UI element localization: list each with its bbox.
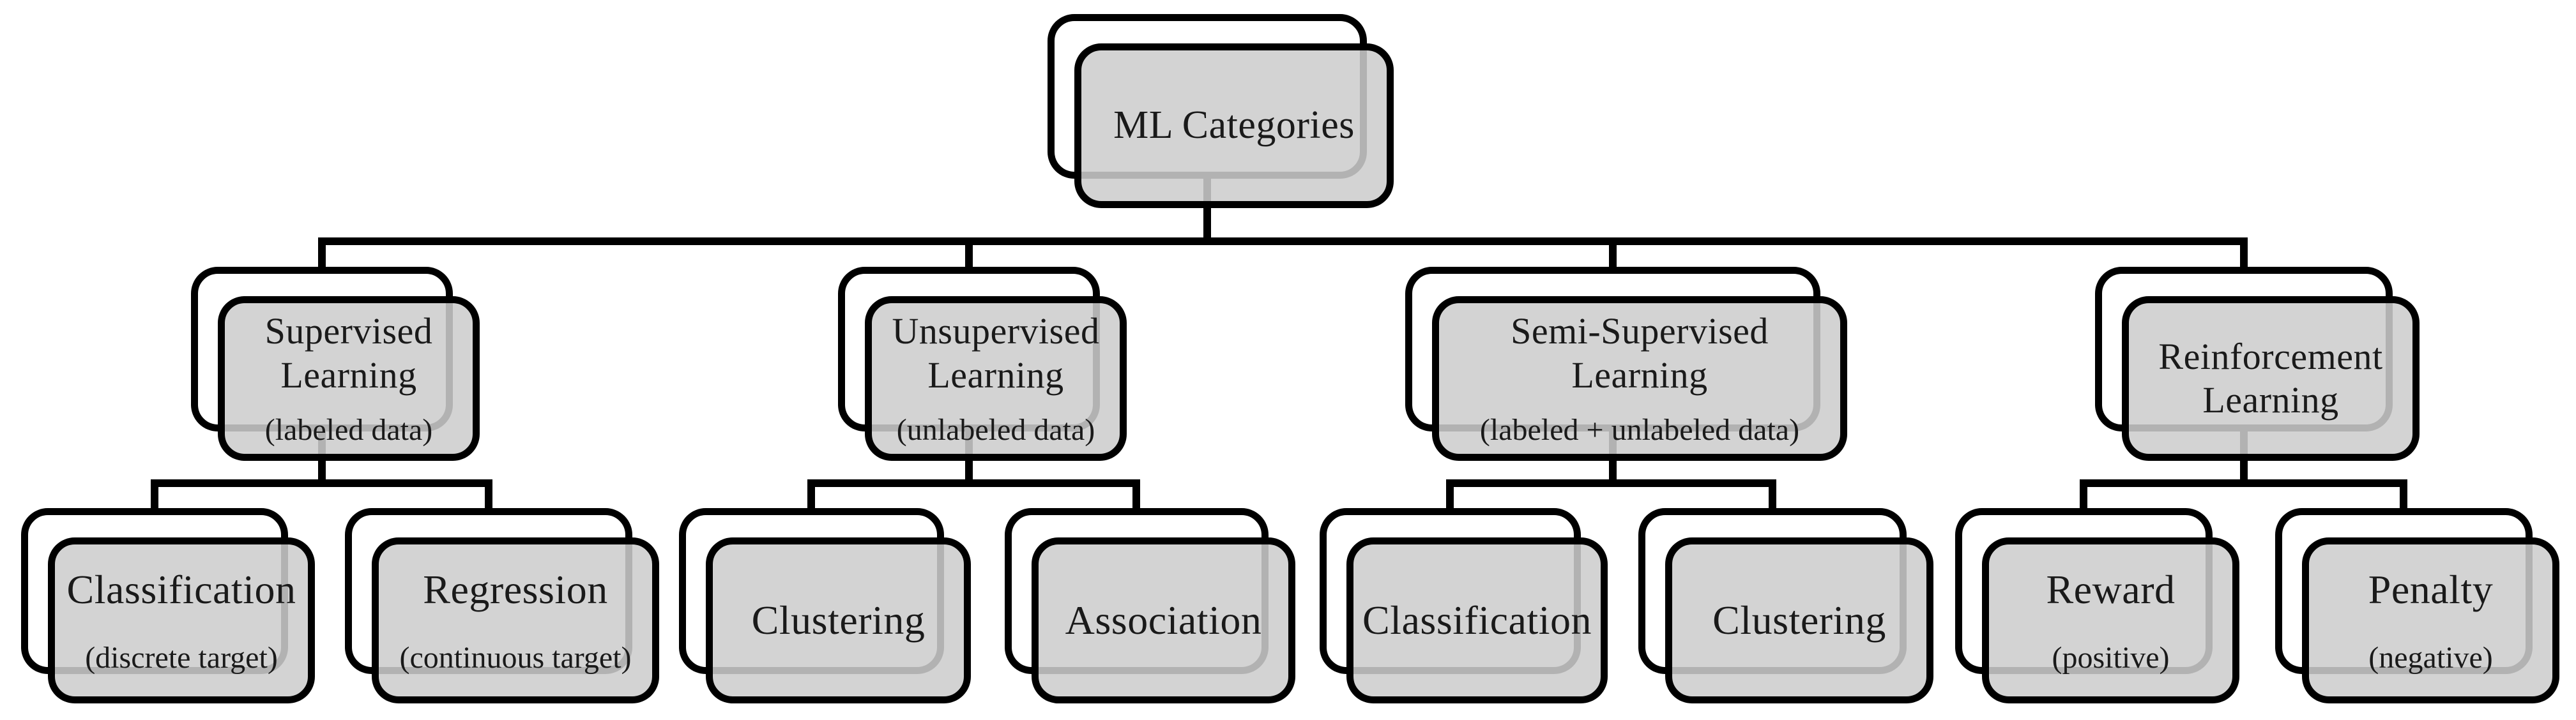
node-title: Clustering [751, 597, 926, 643]
node-title: Penalty [2368, 566, 2494, 612]
node-title: Supervised Learning [264, 310, 433, 396]
node-title: Classification [66, 566, 296, 612]
node-title: Reinforcement Learning [2158, 335, 2383, 421]
node-title: ML Categories [1113, 103, 1355, 147]
node-subtitle: (unlabeled data) [896, 413, 1095, 447]
node-title: Clustering [1712, 597, 1886, 643]
node-subtitle: (discrete target) [85, 641, 278, 675]
node-unsupervised-learning: Unsupervised Learning (unlabeled data) [865, 296, 1127, 461]
node-clustering-semi: Clustering [1665, 537, 1933, 703]
node-reward: Reward (positive) [1982, 537, 2239, 703]
node-title: Unsupervised Learning [892, 310, 1100, 396]
node-subtitle: (positive) [2052, 641, 2170, 675]
node-semi-supervised-learning: Semi-Supervised Learning (labeled + unla… [1432, 296, 1847, 461]
node-title: Classification [1362, 597, 1592, 643]
node-clustering: Clustering [706, 537, 971, 703]
node-subtitle: (negative) [2368, 641, 2493, 675]
node-regression: Regression (continuous target) [372, 537, 659, 703]
node-subtitle: (labeled + unlabeled data) [1479, 413, 1800, 447]
node-ml-categories: ML Categories [1074, 43, 1394, 208]
node-title: Reward [2046, 566, 2176, 612]
node-association: Association [1032, 537, 1295, 703]
node-classification: Classification (discrete target) [48, 537, 315, 703]
node-classification-semi: Classification [1346, 537, 1608, 703]
node-supervised-learning: Supervised Learning (labeled data) [218, 296, 480, 461]
node-title: Semi-Supervised Learning [1511, 310, 1769, 396]
node-penalty: Penalty (negative) [2302, 537, 2559, 703]
node-title: Association [1065, 597, 1262, 643]
node-subtitle: (continuous target) [399, 641, 632, 675]
node-reinforcement-learning: Reinforcement Learning [2122, 296, 2420, 461]
node-subtitle: (labeled data) [264, 413, 433, 447]
node-title: Regression [423, 566, 608, 612]
